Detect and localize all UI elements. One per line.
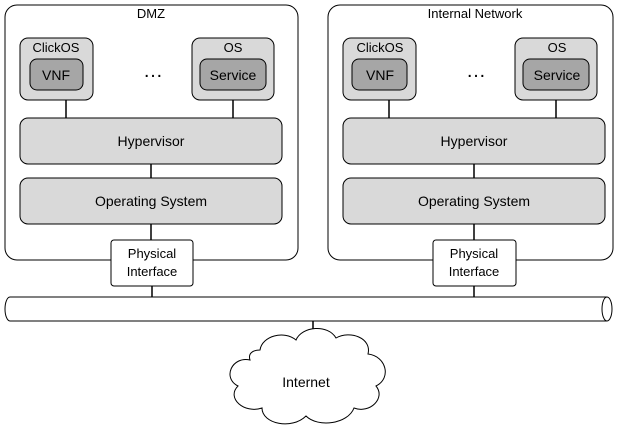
operating-system-label: Operating System (418, 193, 530, 209)
physical-interface-label-line1: Physical (128, 246, 177, 261)
service-label: Service (534, 67, 581, 83)
bus-end-cap (601, 296, 608, 322)
zone-internal-title: Internal Network (428, 6, 523, 21)
operating-system-label: Operating System (95, 193, 207, 209)
vnf-label: VNF (42, 67, 70, 83)
service-box (199, 58, 267, 91)
os-label: OS (224, 40, 243, 55)
service-label: Service (210, 67, 257, 83)
vnf-box (29, 58, 84, 91)
bus-body (4, 296, 613, 322)
internet-cloud: Internet (229, 328, 386, 425)
os-label: OS (548, 40, 567, 55)
zone-internal-network: Internal Network ClickOS VNF … OS Servic… (327, 4, 614, 297)
physical-interface-label-line2: Interface (127, 264, 178, 279)
vnf-label: VNF (366, 67, 394, 83)
physical-interface-label-line2: Interface (449, 264, 500, 279)
vnf-box (351, 58, 408, 91)
zone-dmz-title: DMZ (137, 6, 165, 21)
clickos-label: ClickOS (33, 40, 80, 55)
ellipsis: … (143, 60, 163, 82)
ellipsis: … (466, 60, 486, 82)
internet-label: Internet (282, 374, 330, 390)
physical-interface-label-line1: Physical (450, 246, 499, 261)
hypervisor-label: Hypervisor (118, 133, 185, 149)
zone-dmz: DMZ ClickOS VNF … OS Service Hypervisor … (4, 4, 299, 297)
clickos-label: ClickOS (357, 40, 404, 55)
network-bus (4, 296, 613, 322)
service-box (522, 58, 590, 91)
cloud-icon (229, 328, 386, 425)
hypervisor-label: Hypervisor (441, 133, 508, 149)
